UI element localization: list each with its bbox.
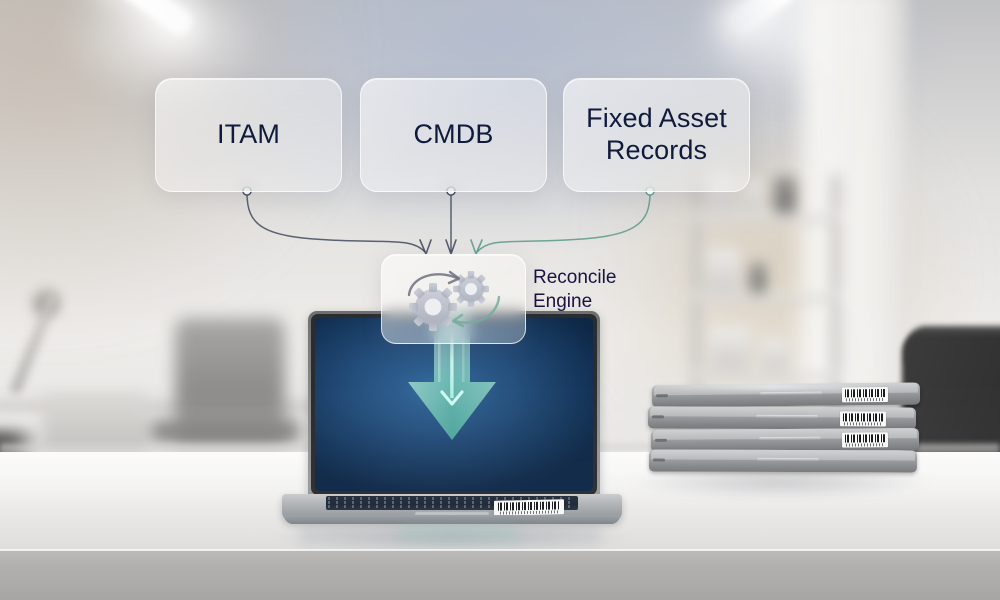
stacked-laptop-4: [648, 449, 918, 473]
source-card-fixed-asset[interactable]: Fixed Asset Records: [563, 78, 750, 192]
reconcile-engine-label: Reconcile Engine: [533, 267, 617, 312]
reconcile-engine-card[interactable]: [381, 254, 526, 344]
source-card-label: ITAM: [217, 119, 280, 150]
barcode-label: [839, 411, 887, 427]
stacked-laptop-2: [647, 406, 917, 430]
background-chair-seat: [150, 420, 300, 442]
source-card-label: CMDB: [413, 119, 494, 150]
laptop-reflection: [300, 527, 600, 553]
refresh-arrow-top-icon: [407, 270, 460, 297]
stacked-laptops: [647, 382, 921, 476]
barcode-label: [841, 432, 889, 448]
desk-front-edge: [0, 551, 1000, 600]
barcode-label: [494, 499, 564, 516]
gears-refresh-icon: [407, 270, 500, 331]
laptop-base-front: [284, 515, 620, 524]
background-box: [42, 392, 147, 454]
laptop-shadow: [272, 520, 632, 554]
gear-large-icon: [408, 283, 457, 331]
source-card-label: Fixed Asset Records: [586, 103, 727, 165]
refresh-arrow-bottom-icon: [451, 295, 500, 328]
stacked-laptop-3: [650, 428, 920, 452]
source-card-itam[interactable]: ITAM: [155, 78, 342, 192]
wall-column: [788, 0, 908, 420]
arrow-reflection: [398, 527, 518, 551]
gear-small-icon: [452, 271, 489, 307]
source-card-cmdb[interactable]: CMDB: [360, 78, 547, 192]
